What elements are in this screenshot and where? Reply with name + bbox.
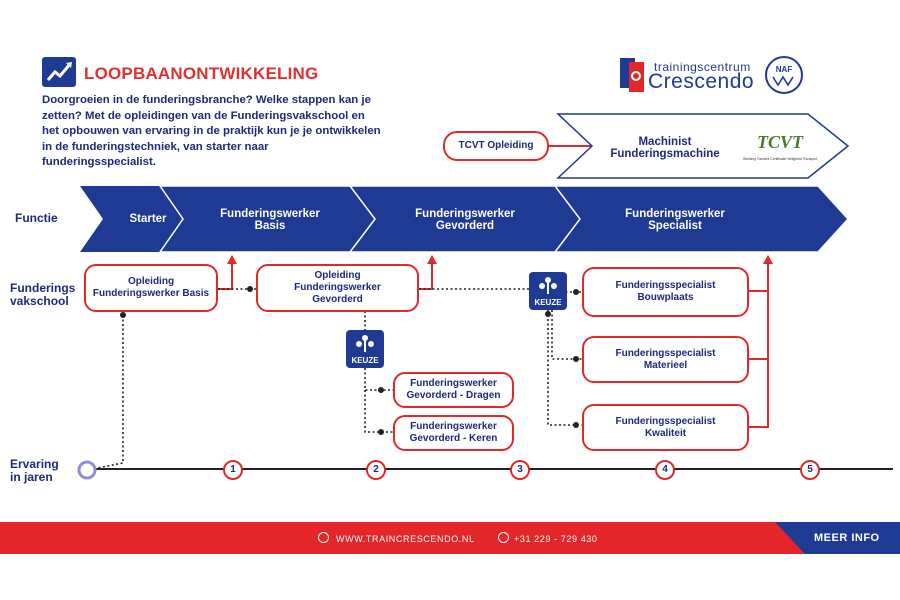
tcvt-tagline: Stichting Toezicht Certificatie Veilighe… — [743, 157, 817, 161]
tcvt-logo-text: TCVT — [757, 132, 804, 152]
website-link[interactable]: WWW.TRAINCRESCENDO.NL — [336, 534, 475, 544]
row-label-functie: Functie — [15, 211, 58, 225]
keuze-badge: KEUZE — [346, 330, 384, 368]
function-starter: Starter — [129, 213, 167, 225]
intro-text: Doorgroeien in de funderingsbranche? Wel… — [42, 94, 381, 168]
row-label-vakschool: Funderings vakschool — [10, 281, 76, 308]
training-materieel: Funderingsspecialist Materieel — [582, 336, 749, 383]
training-kwaliteit: Funderingsspecialist Kwaliteit — [582, 404, 749, 451]
function-gevorderd: Funderingswerker Gevorderd — [415, 208, 515, 232]
year-marker: 3 — [510, 460, 530, 480]
meer-info-button[interactable]: MEER INFO — [814, 532, 880, 544]
brand-subtitle: trainingscentrum — [654, 60, 751, 74]
row-label-ervaring: Ervaring in jaren — [10, 457, 59, 484]
training-basis: Opleiding Funderingswerker Basis — [84, 264, 218, 312]
training-dragen: Funderingswerker Gevorderd - Dragen — [393, 372, 514, 408]
footer-bar — [0, 522, 900, 554]
function-machinist: Machinist Funderingsmachine — [610, 136, 720, 160]
training-keren: Funderingswerker Gevorderd - Keren — [393, 415, 514, 451]
footer-cta-shape — [775, 522, 900, 554]
phone-icon — [498, 532, 509, 543]
keuze-badge: KEUZE — [529, 272, 567, 310]
chart-growth-icon — [42, 57, 76, 87]
tcvt-logo-icon: TCVT Stichting Toezicht Certificatie Vei… — [740, 126, 822, 166]
brand-name: Crescendo — [648, 70, 755, 93]
keuze-label: KEUZE — [351, 356, 379, 365]
training-gevorderd: Opleiding Funderingswerker Gevorderd — [256, 264, 419, 312]
year-marker: 2 — [366, 460, 386, 480]
year-marker: 4 — [655, 460, 675, 480]
page-title: LOOPBAANONTWIKKELING — [84, 64, 319, 83]
keuze-label: KEUZE — [534, 298, 562, 307]
training-bouwplaats: Funderingsspecialist Bouwplaats — [582, 267, 749, 317]
choice-icon — [539, 277, 557, 294]
crescendo-logo-icon — [620, 56, 646, 92]
naf-logo-icon: NAF — [764, 55, 804, 95]
choice-icon — [356, 335, 374, 352]
function-specialist: Funderingswerker Specialist — [625, 208, 725, 232]
naf-logo-text: NAF — [776, 65, 793, 74]
year-marker: 5 — [800, 460, 820, 480]
tcvt-opleiding-box: TCVT Opleiding — [443, 131, 549, 161]
year-marker: 1 — [223, 460, 243, 480]
globe-icon — [318, 532, 329, 543]
phone-number[interactable]: +31 229 - 729 430 — [514, 534, 598, 544]
function-basis: Funderingswerker Basis — [220, 208, 320, 232]
